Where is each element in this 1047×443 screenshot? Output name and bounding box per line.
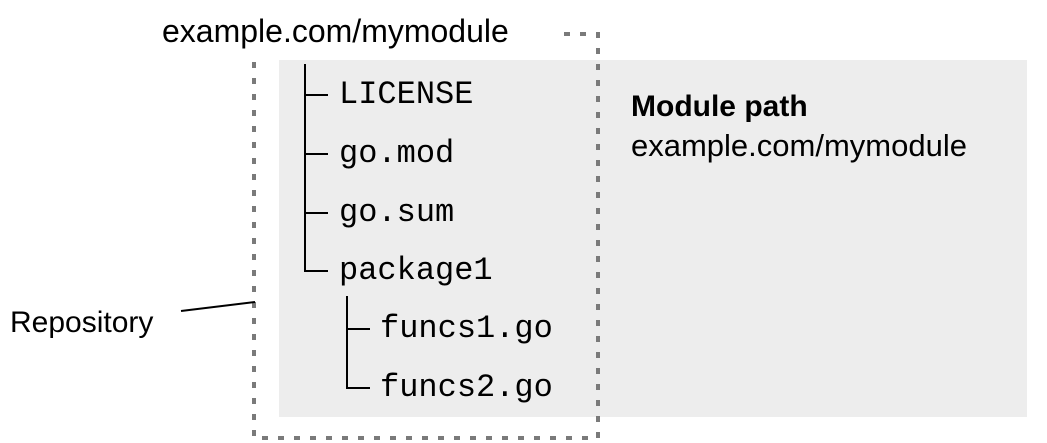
repository-label: Repository xyxy=(10,306,154,339)
module-path-title: Module path xyxy=(631,90,808,123)
file-go-sum: go.sum xyxy=(339,194,455,231)
file-go-mod: go.mod xyxy=(339,135,455,172)
module-content-panel xyxy=(279,60,1027,417)
file-funcs1-go: funcs1.go xyxy=(380,310,553,347)
module-path-label: example.com/mymodule xyxy=(162,11,509,51)
repository-leader-line xyxy=(180,301,256,312)
repository-dashed-border xyxy=(252,32,600,440)
folder-package1: package1 xyxy=(339,252,493,289)
file-funcs2-go: funcs2.go xyxy=(380,369,553,406)
module-path-value: example.com/mymodule xyxy=(631,128,967,163)
file-license: LICENSE xyxy=(339,76,474,113)
